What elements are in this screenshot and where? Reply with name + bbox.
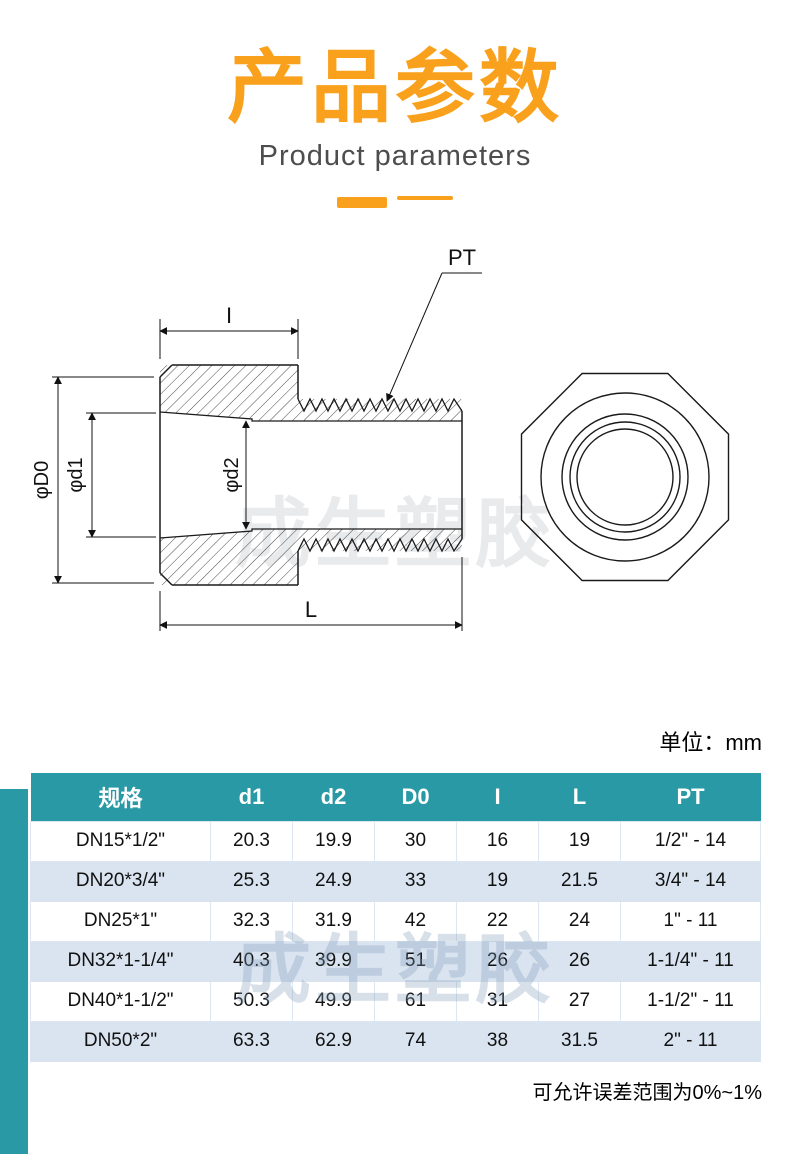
label-l: L	[305, 597, 317, 622]
bore-circle-inner	[576, 428, 674, 526]
label-pt: PT	[448, 245, 476, 270]
thread-bottom	[297, 537, 463, 553]
table-cell: 31.5	[538, 1020, 621, 1062]
column-header: I	[456, 773, 539, 821]
table-cell: 63.3	[210, 1020, 293, 1062]
column-header: PT	[620, 773, 761, 821]
table-cell: DN40*1-1/2"	[30, 980, 211, 1022]
unit-label: 单位：mm	[659, 730, 762, 755]
socket-outline	[159, 364, 299, 586]
table-cell: 51	[374, 940, 457, 982]
table-cell: 33	[374, 860, 457, 902]
table-cell: 19	[538, 820, 621, 862]
side-view	[159, 364, 463, 586]
table-cell: 1" - 11	[620, 900, 761, 942]
label-i: I	[226, 303, 232, 328]
tolerance-note: 可允许误差范围为0%~1%	[532, 1081, 763, 1104]
table-cell: DN50*2"	[30, 1020, 211, 1062]
accent-dash-thin	[397, 196, 453, 200]
table-cell: 24.9	[292, 860, 375, 902]
table-cell: 31	[456, 980, 539, 1022]
title-accent	[0, 195, 790, 209]
outer-circle	[540, 392, 710, 562]
table-cell: 61	[374, 980, 457, 1022]
column-header: L	[538, 773, 621, 821]
bore-outline	[159, 411, 462, 539]
page-subtitle: Product parameters	[258, 140, 532, 172]
fitting-drawing: PT I L φD0 φd1 φd2	[31, 245, 730, 631]
page-title: 产品参数	[227, 43, 563, 132]
left-accent-strip	[0, 789, 28, 1154]
hatch-top-wall	[160, 365, 462, 421]
table-cell: 19.9	[292, 820, 375, 862]
column-header: D0	[374, 773, 457, 821]
table-cell: 27	[538, 980, 621, 1022]
table-cell: 1-1/2" - 11	[620, 980, 761, 1022]
table-cell: 19	[456, 860, 539, 902]
table-cell: 16	[456, 820, 539, 862]
table-cell: DN20*3/4"	[30, 860, 211, 902]
table-cell: DN25*1"	[30, 900, 211, 942]
hatch-bottom-wall	[160, 529, 462, 585]
accent-dash-thick	[337, 196, 387, 208]
column-header: d1	[210, 773, 293, 821]
thread-circle	[561, 413, 689, 541]
table-cell: 31.9	[292, 900, 375, 942]
table-cell: 20.3	[210, 820, 293, 862]
dimension-labels: PT I L φD0 φd1 φd2	[31, 245, 476, 622]
header: 产品参数 Product parameters	[0, 44, 790, 209]
table-cell: 22	[456, 900, 539, 942]
table-cell: 26	[456, 940, 539, 982]
table-cell: 25.3	[210, 860, 293, 902]
table-cell: 49.9	[292, 980, 375, 1022]
table-cell: 26	[538, 940, 621, 982]
table-cell: 3/4" - 14	[620, 860, 761, 902]
table-cell: 50.3	[210, 980, 293, 1022]
table-cell: 62.9	[292, 1020, 375, 1062]
table-cell: 2" - 11	[620, 1020, 761, 1062]
label-d0: φD0	[31, 461, 53, 500]
column-header: 规格	[30, 773, 211, 821]
thread-top	[297, 397, 463, 413]
bore-circle-outer	[569, 421, 681, 533]
dimension-lines	[52, 272, 482, 631]
table-cell: 39.9	[292, 940, 375, 982]
front-view	[520, 372, 730, 582]
table-cell: 40.3	[210, 940, 293, 982]
octagon-outline	[520, 372, 730, 582]
table-cell: 1-1/4" - 11	[620, 940, 761, 982]
table-cell: 21.5	[538, 860, 621, 902]
table-cell: 24	[538, 900, 621, 942]
table-cell: 32.3	[210, 900, 293, 942]
column-header: d2	[292, 773, 375, 821]
table-cell: 42	[374, 900, 457, 942]
technical-diagram: PT I L φD0 φd1 φd2	[0, 215, 790, 685]
table-cell: 1/2" - 14	[620, 820, 761, 862]
table-cell: DN32*1-1/4"	[30, 940, 211, 982]
table-cell: 74	[374, 1020, 457, 1062]
label-d2: φd2	[221, 457, 243, 492]
table-cell: DN15*1/2"	[30, 820, 211, 862]
table-cell: 30	[374, 820, 457, 862]
label-d1: φd1	[65, 457, 87, 492]
table-cell: 38	[456, 1020, 539, 1062]
